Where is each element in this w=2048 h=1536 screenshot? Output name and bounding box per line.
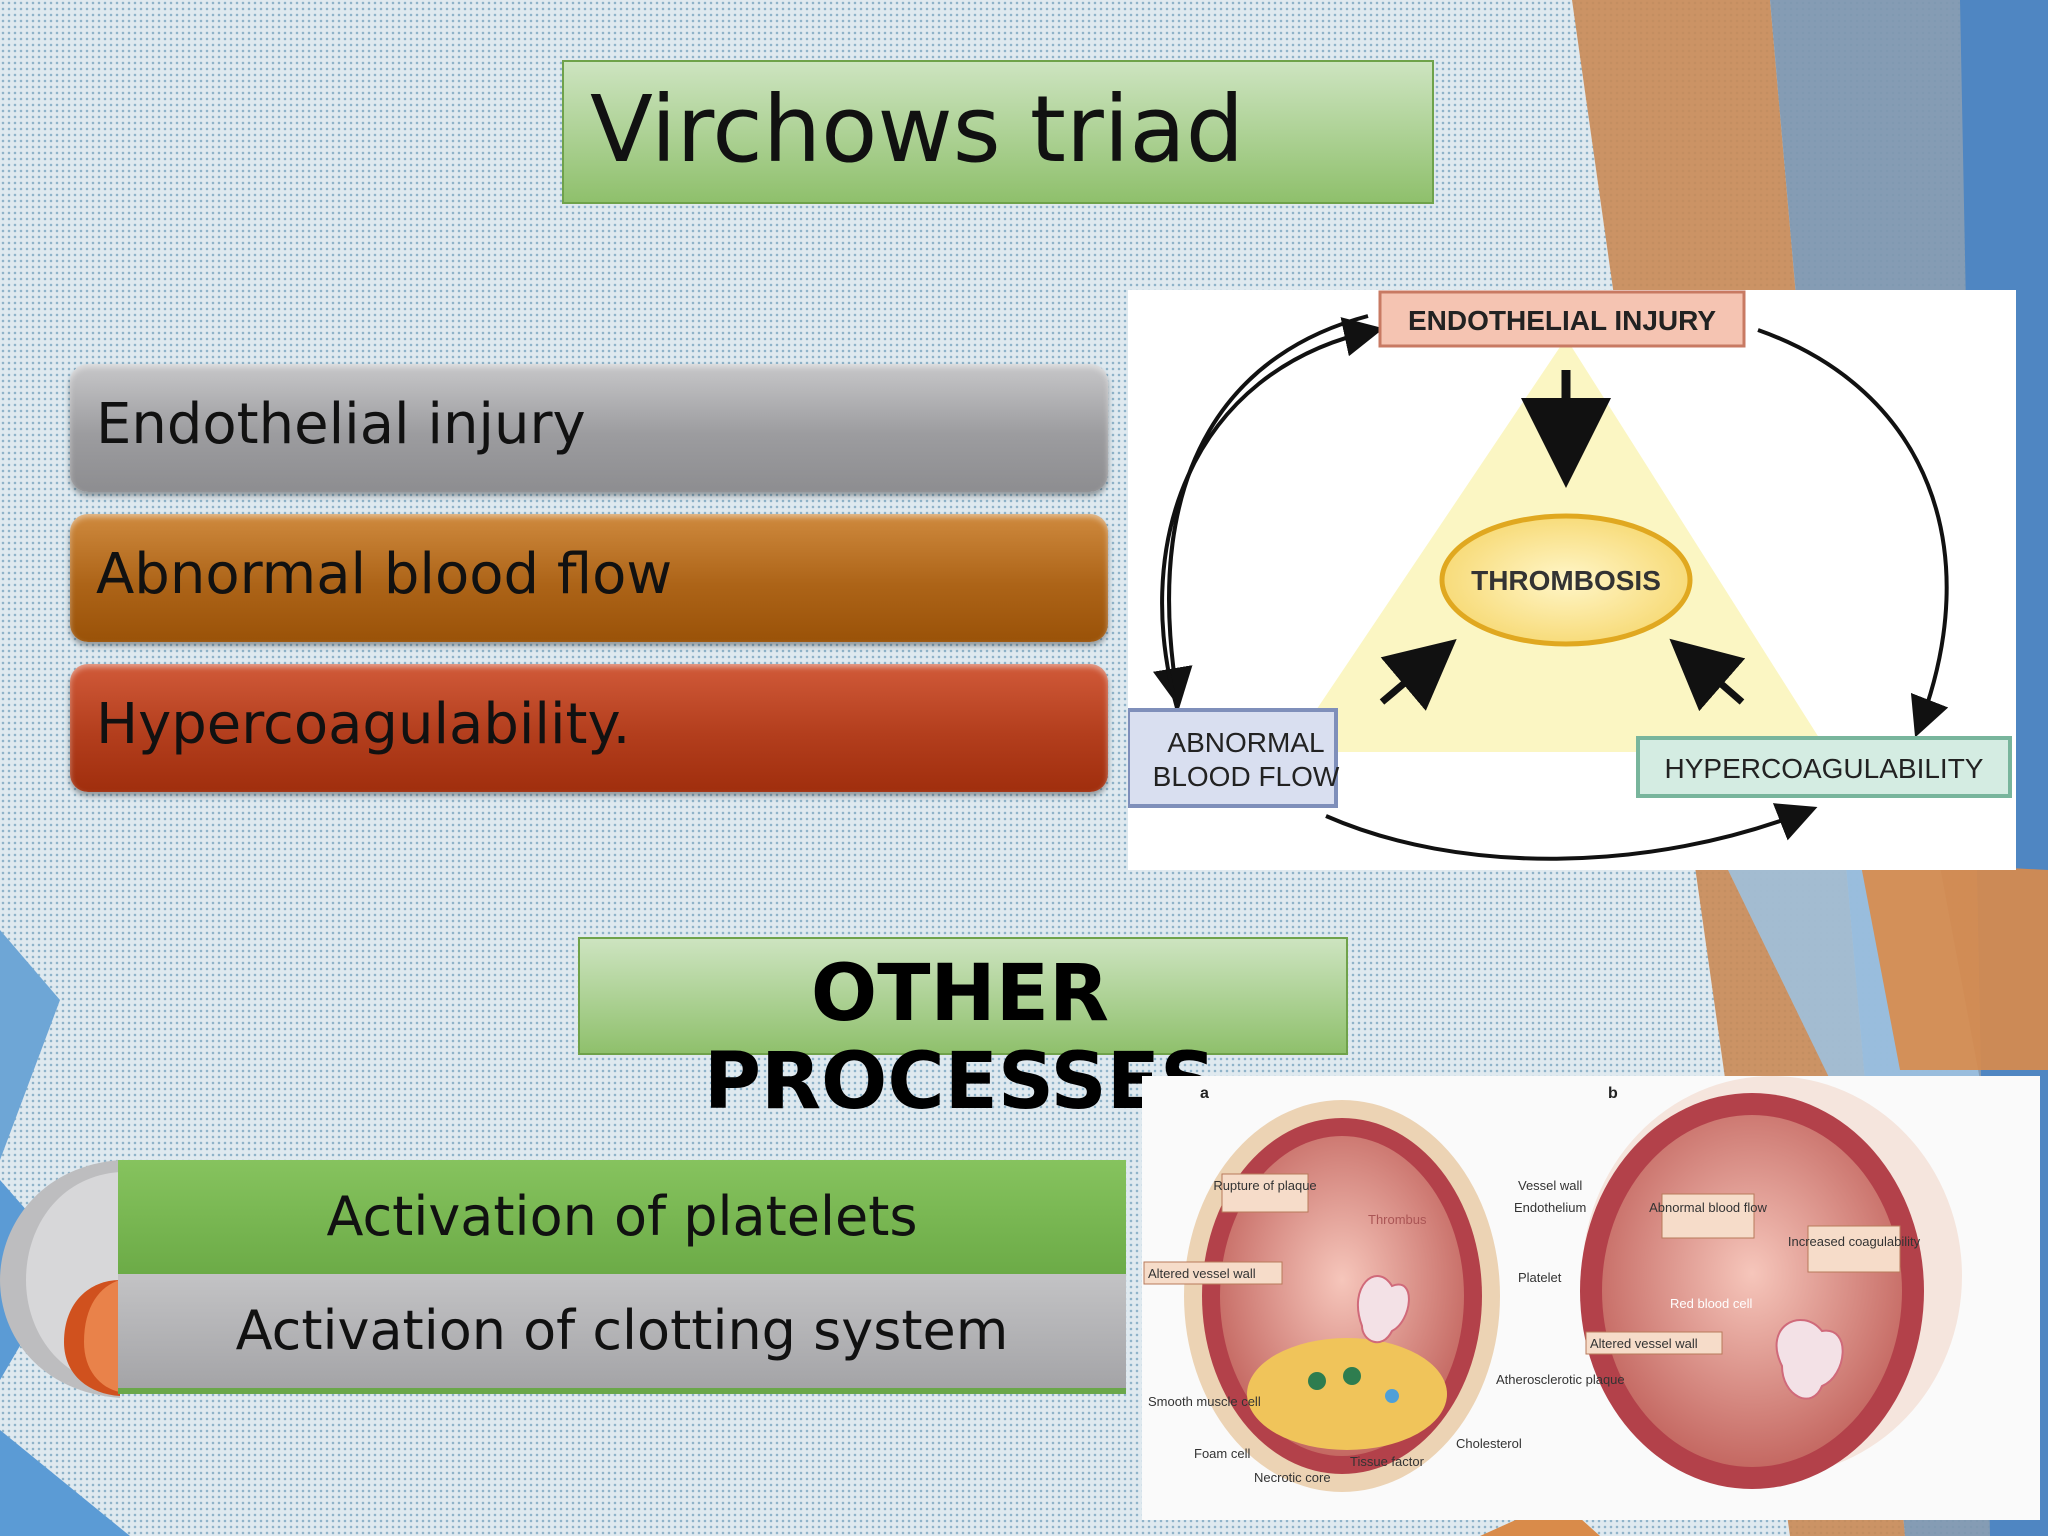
arrow-up-right xyxy=(1379,638,1457,711)
slide-title: Virchows triad xyxy=(590,76,1245,183)
clot xyxy=(1775,1319,1844,1400)
process-label: Activation of platelets xyxy=(326,1185,918,1248)
factor-label: Endothelial injury xyxy=(96,392,586,457)
factor-label: Abnormal blood flow xyxy=(96,542,673,607)
label: Foam cell xyxy=(1194,1446,1250,1461)
triad-diagram: THROMBOSIS ENDOTHELIAL INJURY ABNORMAL B… xyxy=(1126,290,2016,870)
label: Atherosclerotic plaque xyxy=(1496,1372,1625,1387)
process-list-cap xyxy=(0,1160,120,1398)
title-box: Virchows triad xyxy=(562,60,1434,204)
endothelial-injury-box xyxy=(1378,290,1746,348)
label: Altered vessel wall xyxy=(1148,1266,1256,1281)
label: Rupture of plaque xyxy=(1213,1178,1316,1193)
curve-arrow xyxy=(1757,328,1949,738)
label: Smooth muscle cell xyxy=(1148,1394,1261,1409)
factor-bar-blood-flow: Abnormal blood flow xyxy=(70,514,1108,642)
other-processes-box xyxy=(578,937,1348,1055)
vessel-illustration: a b Rupture of plaque Thrombus Vessel wa… xyxy=(1142,1076,2040,1520)
label: Tissue factor xyxy=(1350,1454,1425,1469)
vessel-b-lumen xyxy=(1602,1115,1902,1467)
thrombosis-label: THROMBOSIS xyxy=(1471,565,1661,596)
label: Necrotic core xyxy=(1254,1470,1331,1485)
label: Platelet xyxy=(1518,1270,1562,1285)
label: Red blood cell xyxy=(1670,1296,1752,1311)
panel-a-letter: a xyxy=(1200,1085,1209,1102)
process-label: Activation of clotting system xyxy=(235,1299,1009,1362)
factor-label: Hypercoagulability. xyxy=(96,692,631,757)
vessel-illustration-graphic: a b Rupture of plaque Thrombus Vessel wa… xyxy=(1143,1076,1962,1492)
other-processes-heading: OTHER PROCESSES xyxy=(703,949,1217,1127)
label: Altered vessel wall xyxy=(1590,1336,1698,1351)
abnormal-label: ABNORMAL xyxy=(1167,727,1324,758)
label: Vessel wall xyxy=(1518,1178,1582,1193)
curve-arrow xyxy=(1325,803,1818,861)
panel-b-letter: b xyxy=(1608,1085,1618,1102)
label: Abnormal blood flow xyxy=(1649,1200,1767,1215)
factor-bar-endothelial: Endothelial injury xyxy=(70,364,1108,492)
label: Thrombus xyxy=(1368,1212,1427,1227)
factor-bar-hypercoagulability: Hypercoagulability. xyxy=(70,664,1108,792)
blood-flow-label: BLOOD FLOW xyxy=(1153,761,1340,792)
abnormal-blood-flow-box xyxy=(1126,708,1338,808)
endothelial-injury-label: ENDOTHELIAL INJURY xyxy=(1408,305,1716,336)
thrombosis-ellipse xyxy=(1439,513,1693,647)
triad-diagram-graphic: THROMBOSIS ENDOTHELIAL INJURY ABNORMAL B… xyxy=(1126,290,2012,861)
process-item-platelets: Activation of platelets xyxy=(118,1160,1126,1274)
curve-arrow xyxy=(1153,314,1369,708)
label: Endothelium xyxy=(1514,1200,1586,1215)
process-item-clotting: Activation of clotting system xyxy=(118,1274,1126,1394)
curve-arrow xyxy=(1160,317,1384,719)
hypercoagulability-label: HYPERCOAGULABILITY xyxy=(1665,753,1984,784)
label: Cholesterol xyxy=(1456,1436,1522,1451)
thrombus xyxy=(1356,1275,1410,1344)
arrow-up-left xyxy=(1669,638,1746,712)
label: Increased coagulability xyxy=(1788,1234,1921,1249)
hypercoagulability-box xyxy=(1636,736,2012,798)
plaque xyxy=(1247,1338,1447,1450)
